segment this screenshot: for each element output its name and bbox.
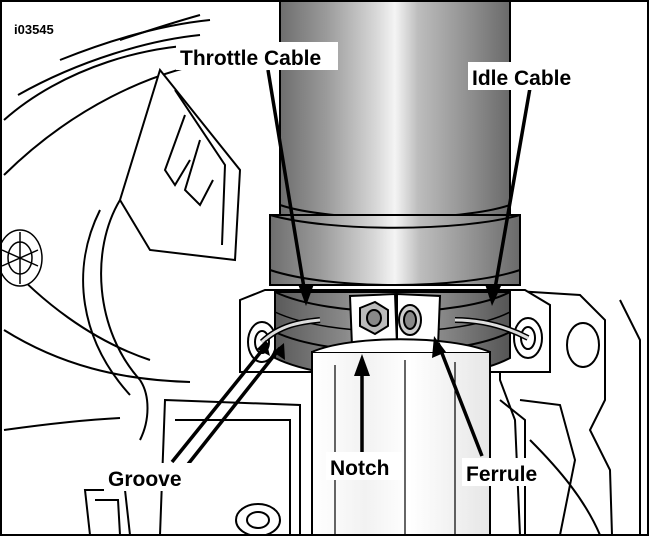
leader-lines	[170, 69, 532, 470]
label-notch: Notch	[330, 457, 390, 480]
leader-throttle-cable	[266, 69, 308, 301]
leader-groove-a	[170, 341, 270, 464]
label-throttle-cable: Throttle Cable	[180, 47, 321, 70]
label-backgrounds	[104, 42, 596, 491]
label-idle-cable: Idle Cable	[472, 67, 571, 90]
throttle-tube	[269, 0, 521, 286]
leader-groove-b	[183, 346, 282, 470]
gear-icon	[0, 229, 43, 287]
arrowhead-notch	[354, 354, 370, 376]
arrowhead-groove-a	[257, 340, 270, 356]
ferrule-clamp	[348, 292, 442, 348]
arrowhead-groove-b	[273, 343, 285, 360]
cables	[259, 317, 530, 345]
housing-left	[3, 14, 242, 431]
arrowhead-throttle-cable	[298, 284, 314, 306]
label-ferrule: Ferrule	[466, 463, 537, 486]
arrowhead-ferrule	[432, 336, 446, 358]
figure-id: i03545	[14, 22, 54, 37]
leader-ferrule	[436, 342, 484, 457]
lower-pipe	[311, 338, 491, 536]
label-groove: Groove	[108, 468, 182, 491]
arrowheads	[257, 284, 501, 376]
leader-idle-cable	[491, 87, 532, 301]
arrowhead-idle-cable	[485, 284, 501, 306]
